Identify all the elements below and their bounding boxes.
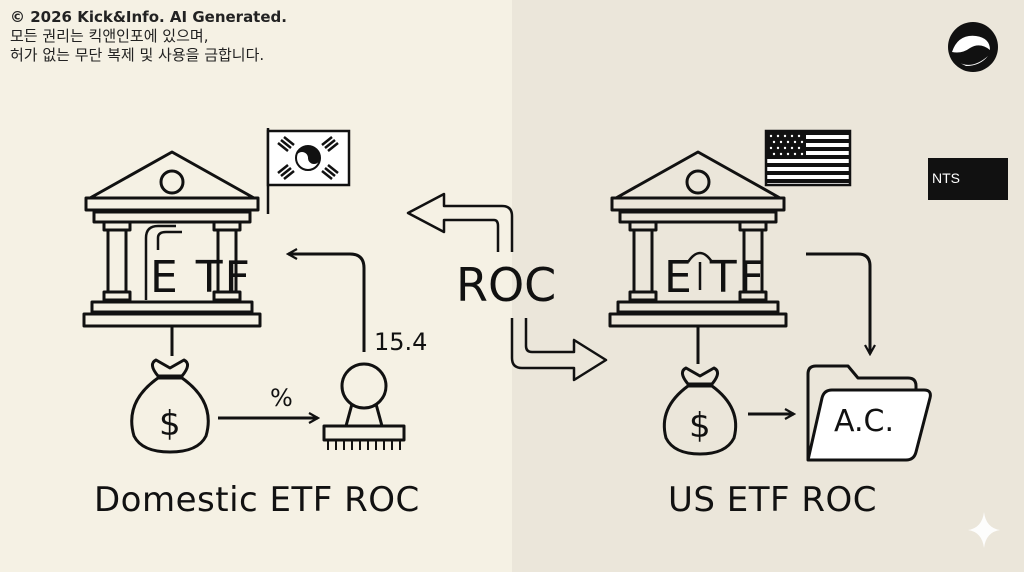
roc-right-arrow-icon: [510, 318, 608, 382]
us-etf-label: E TF: [664, 252, 766, 303]
us-dollar-sign: $: [689, 406, 711, 446]
rate-label: 15.4: [374, 328, 428, 356]
domestic-etf-label: E TF: [150, 252, 252, 303]
stamp-to-etf-arrow: [288, 254, 366, 352]
nts-badge: NTS: [928, 158, 1008, 200]
copyright-line-2: 모든 권리는 킥앤인포에 있으며,: [10, 27, 209, 45]
roc-left-arrow-icon: [406, 192, 514, 252]
sparkle-icon: [968, 512, 1000, 548]
copyright-line-3: 허가 없는 무단 복제 및 사용을 금합니다.: [10, 46, 265, 64]
korea-flag-icon: [266, 128, 351, 214]
domestic-caption: Domestic ETF ROC: [94, 480, 420, 520]
us-caption: US ETF ROC: [668, 480, 878, 520]
folder-label: A.C.: [834, 404, 895, 439]
roc-center-label: ROC: [456, 258, 557, 312]
nts-badge-label: NTS: [932, 170, 960, 186]
copyright-line-1: © 2026 Kick&Info. AI Generated.: [10, 8, 287, 26]
folder-icon: [806, 364, 932, 462]
copyright-notice: © 2026 Kick&Info. AI Generated. 모든 권리는 킥…: [10, 8, 287, 65]
domestic-bank-icon: [82, 150, 262, 328]
etf-to-folder-arrow: [806, 252, 870, 354]
domestic-money-bag-icon: [130, 358, 210, 454]
us-bank-icon: [608, 150, 788, 328]
domestic-dollar-sign: $: [159, 404, 181, 444]
percent-label: %: [270, 384, 293, 412]
us-flag-icon: [764, 129, 852, 187]
stamp-icon: [322, 362, 406, 450]
us-money-bag-icon: [662, 366, 738, 456]
korea-government-logo-icon: [948, 22, 998, 72]
left-panel-domestic: [0, 0, 512, 572]
right-panel-us: [512, 0, 1024, 572]
